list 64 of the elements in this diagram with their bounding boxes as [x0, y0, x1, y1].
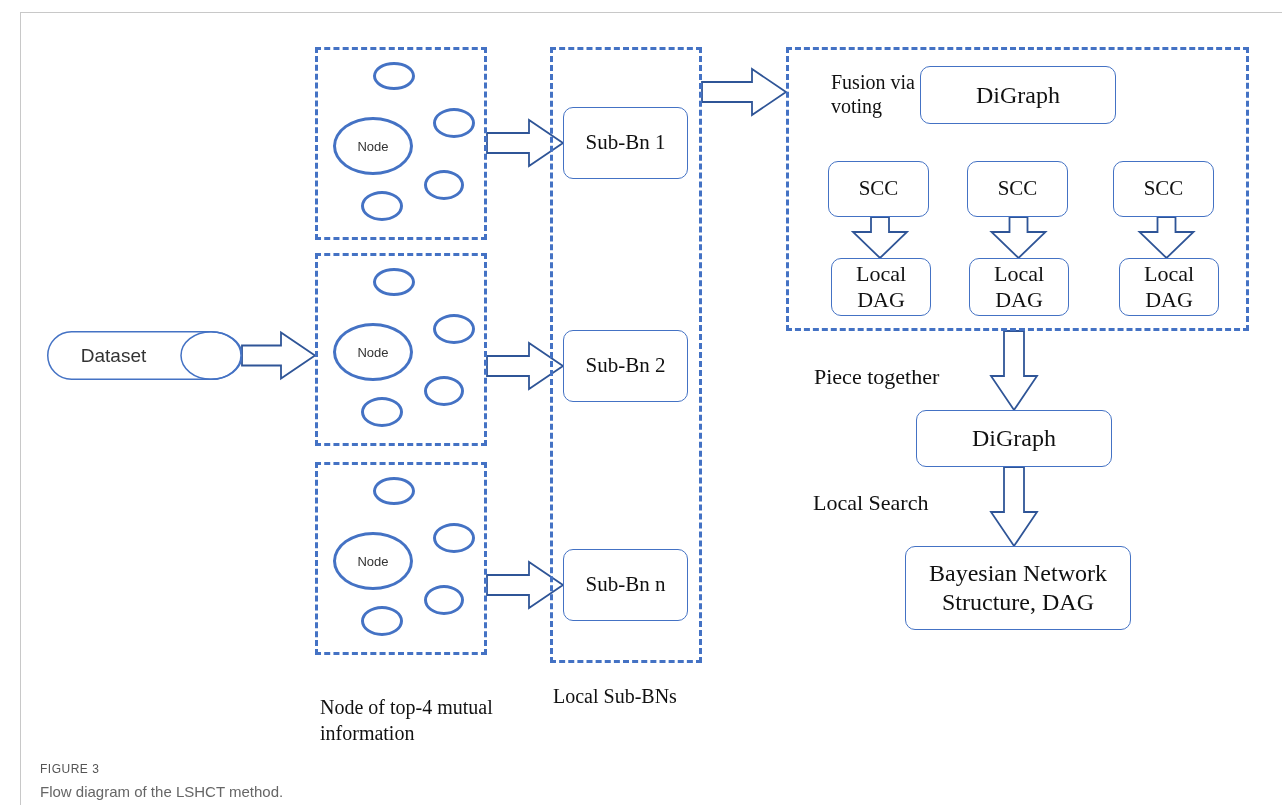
- block-arrow: [850, 216, 910, 260]
- box-label: SCC: [858, 176, 899, 202]
- process-box: [916, 410, 1112, 467]
- box-label: DiGraph: [972, 424, 1056, 453]
- process-box: [1119, 258, 1219, 316]
- box-label: DiGraph: [976, 80, 1060, 110]
- node-circle: [373, 477, 415, 505]
- node-circle: [361, 606, 403, 636]
- block-arrow: [486, 560, 565, 610]
- process-box: [831, 258, 931, 316]
- node-circle: [433, 523, 475, 553]
- process-box: [905, 546, 1131, 630]
- node-circle: [361, 397, 403, 427]
- edge-label: Local Search: [813, 490, 929, 517]
- dashed-group-frame: [315, 253, 487, 446]
- node-circle: [424, 376, 464, 406]
- node-ellipse: [333, 532, 413, 590]
- process-box: [563, 549, 688, 621]
- dashed-group-frame: [315, 462, 487, 655]
- box-label: SCC: [1143, 176, 1184, 202]
- node-ellipse: [333, 117, 413, 175]
- box-label: Local DAG: [854, 260, 908, 314]
- box-label: SCC: [997, 176, 1038, 202]
- box-label: Bayesian Network Structure, DAG: [928, 559, 1108, 617]
- group-heading: Local Sub-BNs: [553, 684, 677, 708]
- dashed-group-frame: [786, 47, 1249, 331]
- node-label: Dataset: [80, 344, 147, 367]
- node-circle: [361, 191, 403, 221]
- node-label: Node: [357, 553, 389, 569]
- node-circle: [373, 62, 415, 90]
- process-box: [920, 66, 1116, 124]
- node-label: Node: [357, 344, 389, 360]
- block-arrow: [1137, 216, 1196, 260]
- dashed-group-frame: [315, 47, 487, 240]
- node-circle: [373, 268, 415, 296]
- node-circle: [433, 314, 475, 344]
- block-arrow: [486, 118, 565, 168]
- annotation-text: Node of top-4 mutual information: [320, 695, 494, 746]
- node-circle: [433, 108, 475, 138]
- box-label: Sub-Bn 2: [585, 353, 666, 379]
- box-label: Sub-Bn 1: [585, 130, 666, 156]
- node-ellipse: [333, 323, 413, 381]
- box-label: Sub-Bn n: [585, 572, 666, 598]
- process-box: [563, 107, 688, 179]
- node-circle: [424, 585, 464, 615]
- block-arrow: [989, 216, 1048, 260]
- block-arrow: [701, 67, 788, 117]
- process-box: [828, 161, 929, 217]
- block-arrow: [989, 330, 1039, 412]
- process-box: [967, 161, 1068, 217]
- box-label: Local DAG: [992, 260, 1046, 314]
- node-label: Node: [357, 138, 389, 154]
- process-box: [969, 258, 1069, 316]
- figure-number: FIGURE 3: [40, 762, 101, 778]
- process-box: [563, 330, 688, 402]
- figure-caption: Flow diagram of the LSHCT method.: [40, 782, 285, 802]
- group-heading: Fusion via voting: [831, 70, 916, 118]
- block-arrow: [989, 466, 1039, 548]
- process-box: [1113, 161, 1214, 217]
- block-arrow: [486, 341, 565, 391]
- node-circle: [424, 170, 464, 200]
- edge-label: Piece together: [814, 364, 940, 391]
- box-label: Local DAG: [1142, 260, 1196, 314]
- block-arrow: [241, 330, 317, 381]
